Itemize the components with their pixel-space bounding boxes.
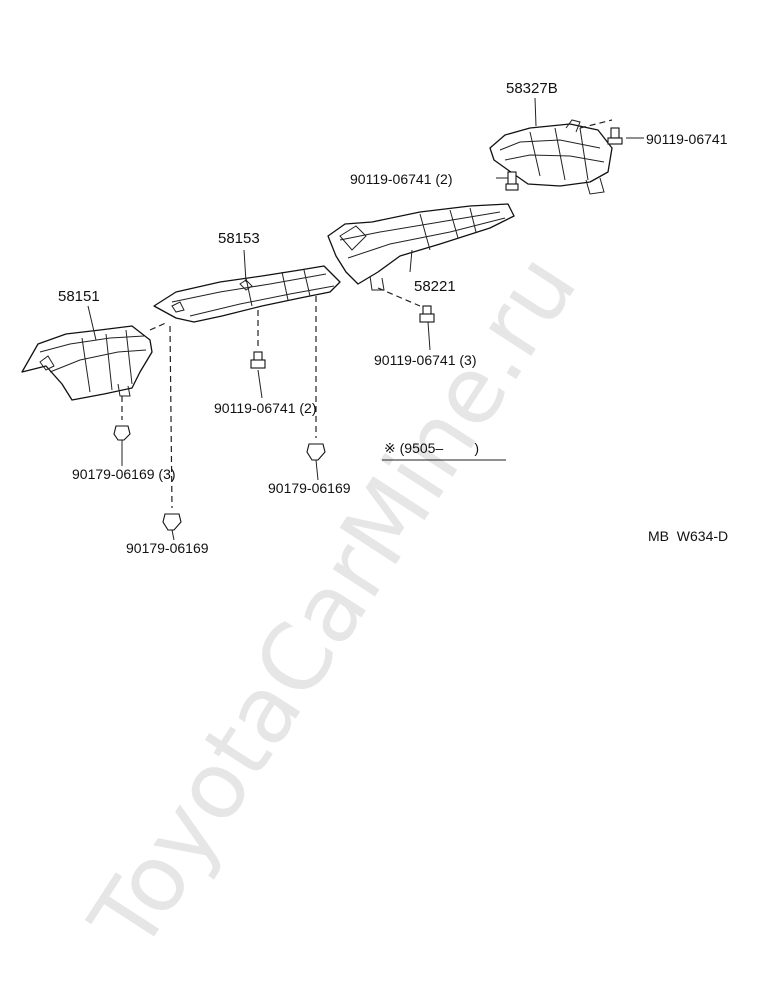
- leader-58153: [243, 249, 247, 283]
- bolt-icon: [607, 127, 623, 145]
- leader-f3: [427, 321, 431, 351]
- leader-f4: [257, 369, 263, 399]
- dash-line-7: [149, 321, 169, 331]
- leader-58221: [409, 249, 413, 273]
- note-text: ※ (9505– ): [384, 440, 479, 457]
- heat-insulator-58221[interactable]: [327, 203, 515, 291]
- fastener-label: 90119-06741: [646, 131, 728, 147]
- heat-insulator-58153[interactable]: [153, 265, 341, 323]
- nut-icon: [113, 425, 131, 441]
- part-label-58153: 58153: [218, 230, 260, 247]
- heat-insulator-58151[interactable]: [21, 325, 153, 401]
- leader-58327b: [534, 97, 537, 127]
- part-label-58221: 58221: [414, 278, 456, 295]
- fastener-label: 90119-06741 (2): [214, 400, 317, 416]
- dash-line-1: [579, 119, 613, 129]
- note-symbol: ※: [384, 440, 396, 456]
- bolt-icon: [419, 305, 435, 323]
- part-label-58151: 58151: [58, 288, 100, 305]
- fastener-label: 90179-06169: [126, 540, 209, 556]
- fastener-label: 90179-06169 (3): [72, 466, 176, 482]
- fastener-label: 90179-06169: [268, 480, 351, 496]
- nut-icon: [306, 443, 326, 461]
- note-date-range: (9505– ): [399, 440, 479, 456]
- fastener-label: 90119-06741 (2): [350, 171, 453, 187]
- nut-icon: [162, 513, 182, 531]
- heat-insulator-58327b[interactable]: [489, 119, 613, 195]
- bolt-icon: [250, 351, 266, 369]
- fastener-label: 90119-06741 (3): [374, 352, 477, 368]
- diagram-code: MB W634-D: [648, 528, 729, 544]
- part-label-58327b: 58327B: [506, 80, 558, 97]
- dash-line-5: [169, 325, 173, 509]
- dash-line-2: [377, 287, 421, 307]
- leader-f7: [171, 529, 175, 541]
- bolt-icon: [505, 171, 519, 191]
- leader-f6: [315, 459, 319, 481]
- leader-58151: [87, 305, 97, 341]
